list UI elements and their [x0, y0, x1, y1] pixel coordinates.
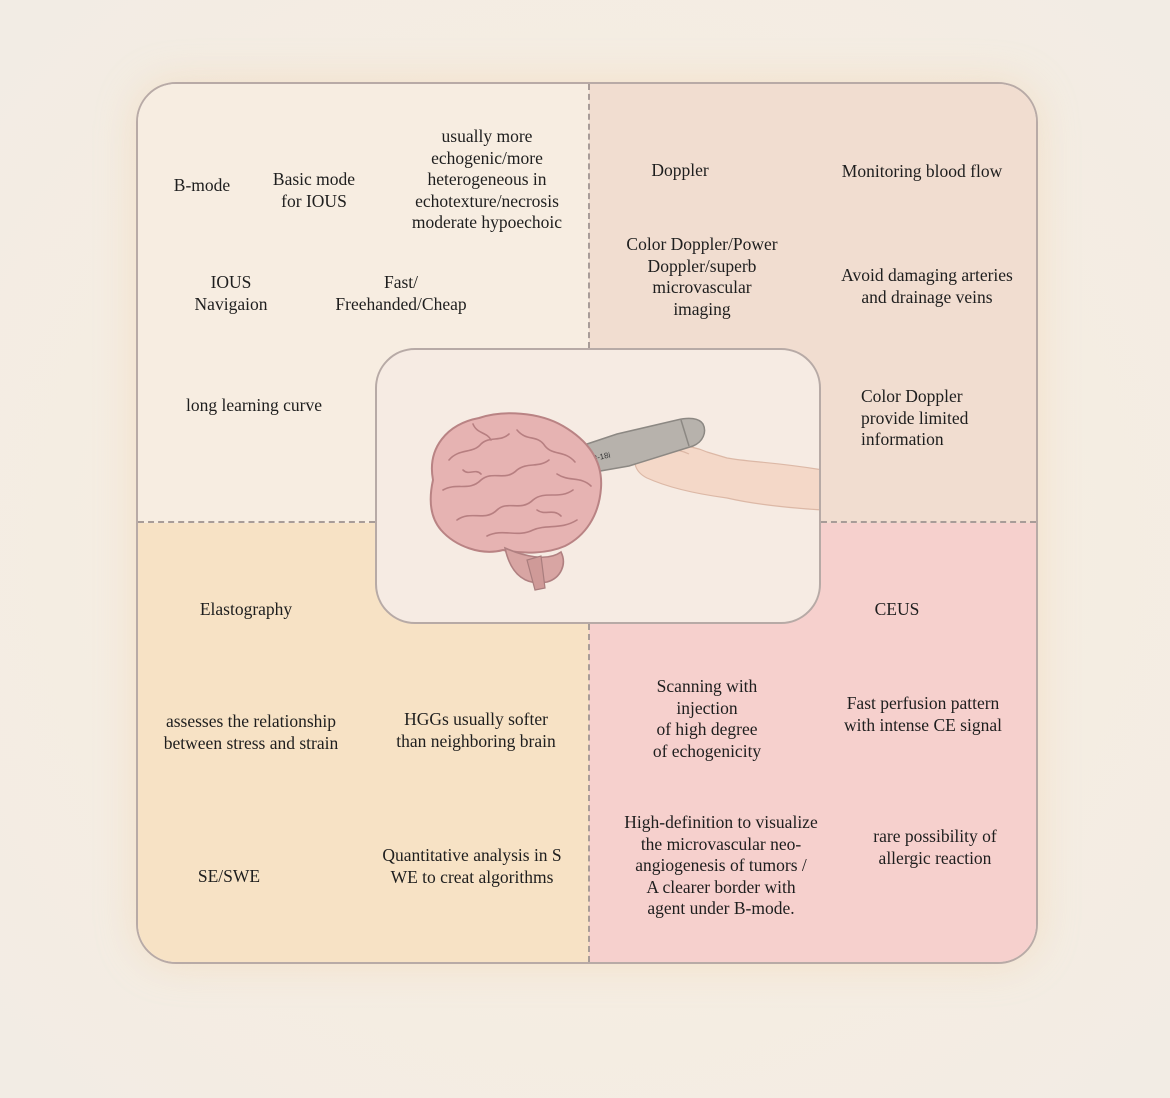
doppler-color-power-text: Color Doppler/Power Doppler/superb micro…: [626, 234, 778, 319]
bmode-echogenic-text: usually more echogenic/more heterogeneou…: [411, 126, 563, 232]
doppler-limited-text: Color Doppler provide limited informatio…: [861, 386, 969, 449]
ceus-high-def-text: High-definition to visualize the microva…: [624, 812, 818, 918]
elastography-title: Elastography: [199, 599, 293, 619]
hand-illustration: [634, 444, 819, 511]
doppler-title: Doppler: [651, 160, 709, 180]
brain-probe-illustration: L8-18i: [429, 412, 819, 591]
divider-top: [588, 84, 590, 348]
bmode-basic-text: Basic mode for IOUS: [272, 169, 356, 211]
ceus-scanning-text: Scanning with injection of high degree o…: [652, 676, 762, 761]
doppler-monitoring-text: Monitoring blood flow: [841, 161, 1003, 181]
ceus-perfusion-text: Fast perfusion pattern with intense CE s…: [844, 693, 1002, 735]
ceus-title: CEUS: [874, 599, 920, 619]
divider-bottom: [588, 624, 590, 962]
elastography-quantitative-text: Quantitative analysis in S WE to creat a…: [382, 845, 562, 887]
bmode-navigation-text: IOUS Navigaion: [194, 272, 268, 314]
ceus-allergic-text: rare possibility of allergic reaction: [873, 826, 997, 868]
brain-icon: [429, 412, 603, 591]
bmode-learning-text: long learning curve: [185, 395, 323, 415]
elastography-softer-text: HGGs usually softer than neighboring bra…: [396, 709, 556, 751]
bmode-fast-text: Fast/ Freehanded/Cheap: [335, 272, 467, 314]
doppler-avoid-text: Avoid damaging arteries and drainage vei…: [841, 265, 1013, 307]
bmode-title: B-mode: [173, 175, 231, 195]
divider-right: [821, 521, 1036, 523]
divider-left: [138, 521, 375, 523]
center-illustration: L8-18i: [375, 348, 821, 624]
elastography-se-swe-text: SE/SWE: [197, 866, 261, 886]
elastography-stress-text: assesses the relationship between stress…: [163, 711, 339, 753]
